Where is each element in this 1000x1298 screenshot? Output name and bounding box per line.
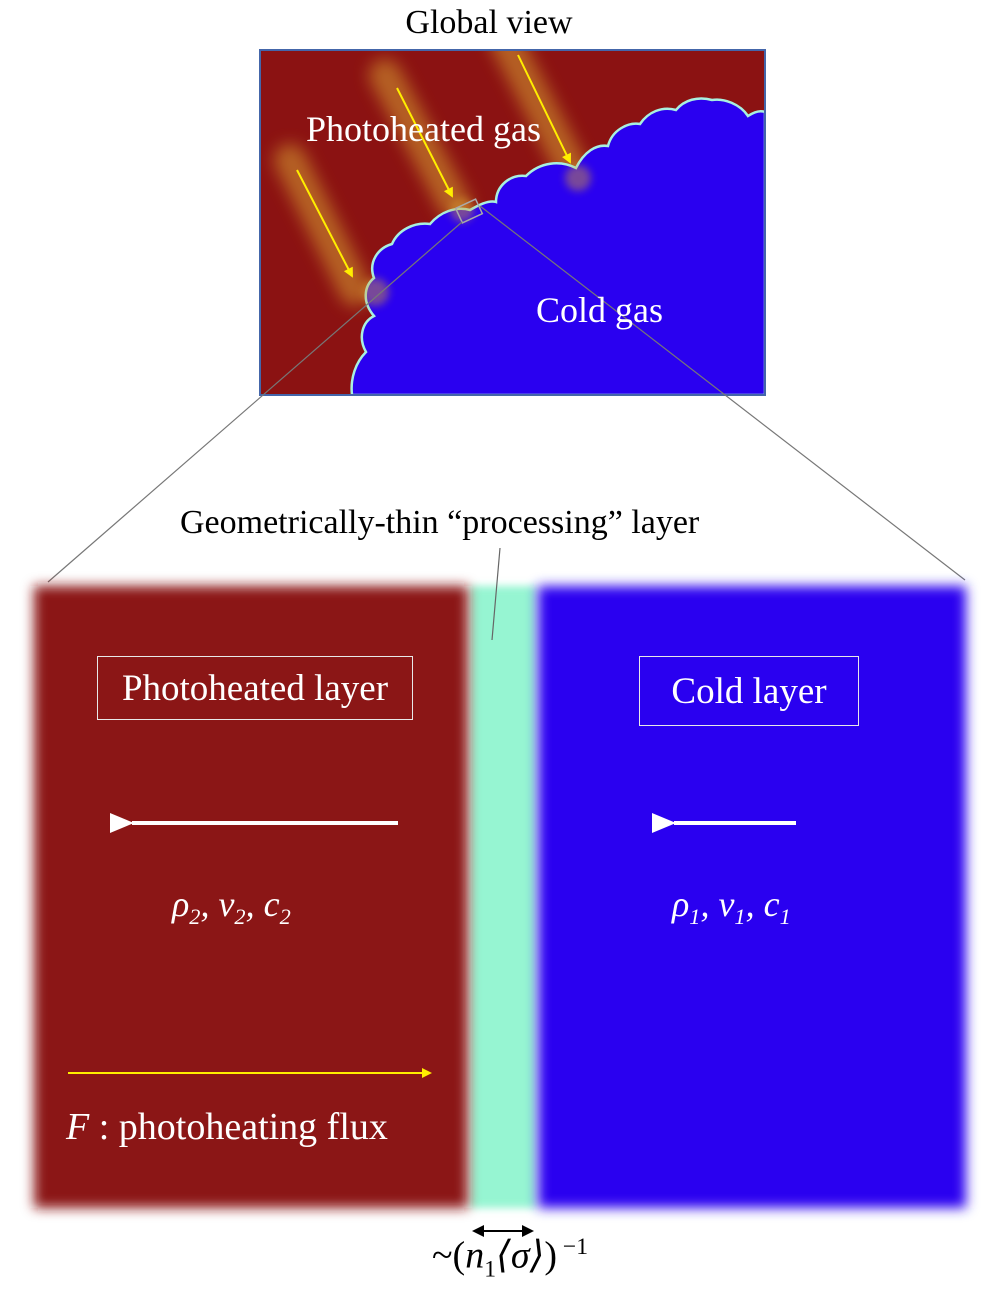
cold-layer-block [538,586,966,1208]
cold-rho-sub: 1 [689,904,701,930]
flux-text: : photoheating flux [89,1106,388,1148]
processing-layer-strip [470,586,536,1208]
cold-rho: ρ [672,884,690,924]
cold-c: c [763,884,780,924]
hot-sep-1: , [200,884,219,924]
processing-pointer-line [491,547,501,641]
thickness-n: n [465,1234,485,1277]
cold-v-sub: 1 [734,904,746,930]
photoheating-flux-label: F : photoheating flux [66,1108,388,1146]
global-view-title: Global view [405,4,573,41]
zoom-box [454,198,484,224]
cold-variables: ρ1, v1, c1 [672,886,791,929]
hot-c: c [263,884,280,924]
hot-rho: ρ [172,884,190,924]
hot-c-sub: 2 [279,904,291,930]
cold-v: v [718,884,735,924]
thickness-sigma: ⟨σ⟩ [496,1234,545,1277]
hot-rho-sub: 2 [189,904,201,930]
cold-gas-label: Cold gas [536,290,664,330]
zoomed-layers [34,586,966,1208]
thickness-exponent: −1 [557,1234,588,1260]
hot-sep-2: , [245,884,264,924]
thickness-prefix: ~( [432,1234,466,1277]
thickness-arrow [472,1225,534,1237]
hot-v: v [218,884,235,924]
thickness-close: ) [544,1234,558,1277]
processing-layer-title: Geometrically-thin “processing” layer [180,504,700,541]
thickness-n-sub: 1 [484,1256,496,1283]
cold-layer-label: Cold layer [671,670,827,712]
zoom-line-right [479,205,966,581]
photoheated-layer-label: Photoheated layer [121,667,389,709]
cold-c-sub: 1 [779,904,791,930]
thickness-label: ~(n1⟨σ⟩) −1 [432,1234,588,1283]
zoom-line-left [47,221,463,583]
cold-sep-2: , [745,884,764,924]
hot-variables: ρ2, v2, c2 [172,886,291,929]
photoheated-gas-label: Photoheated gas [306,109,541,149]
flux-symbol: F [66,1106,90,1148]
hot-v-sub: 2 [234,904,246,930]
global-view-inset [259,49,766,396]
photon-arrow-2 [396,87,453,198]
cold-layer-label-box: Cold layer [639,656,859,726]
photoheated-layer-block [34,586,468,1208]
photon-arrow-1 [296,169,353,278]
cold-sep-1: , [700,884,719,924]
photon-arrow-3 [517,54,572,164]
photoheated-layer-label-box: Photoheated layer [97,656,413,720]
global-view-frame [259,49,766,396]
